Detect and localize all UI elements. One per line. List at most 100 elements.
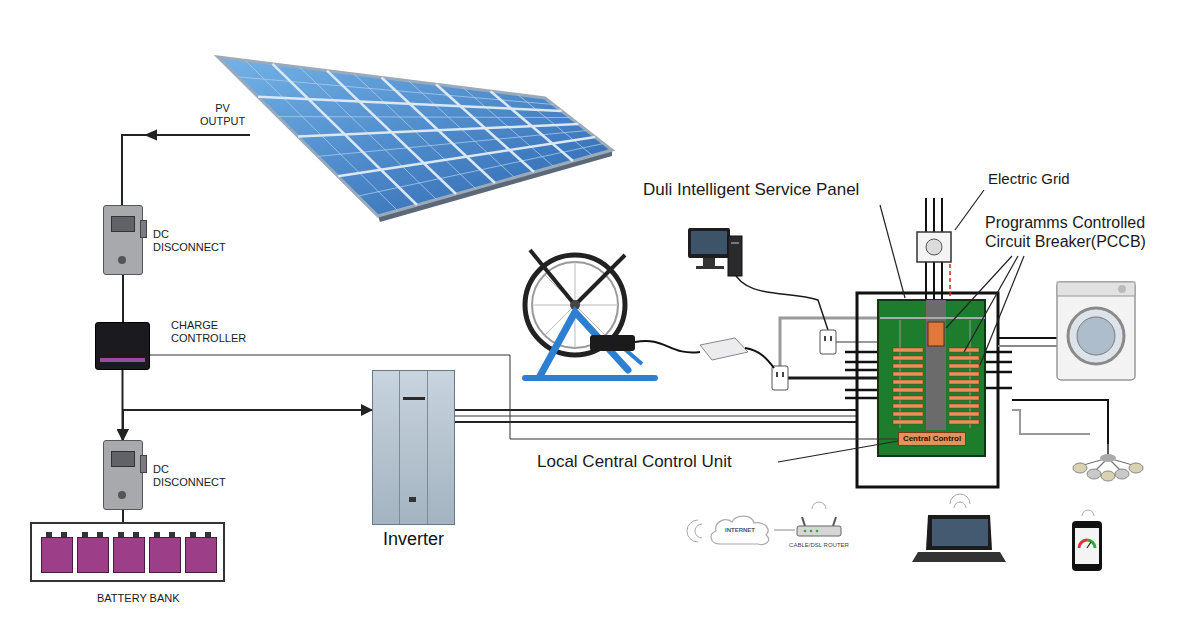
circuit-breaker <box>949 356 979 360</box>
bicycle-trainer <box>530 250 575 305</box>
inverter-cable <box>455 409 857 411</box>
connector <box>774 530 795 531</box>
solar-panel <box>218 57 612 222</box>
house-wiring <box>998 345 1057 347</box>
washing-machine <box>1057 282 1135 296</box>
power-outlet <box>824 336 826 341</box>
name-plate <box>403 397 425 400</box>
charge-controller: CHARGE CONTROLLER <box>95 322 150 370</box>
inverter-cable <box>455 410 857 422</box>
laptop-icon <box>932 519 988 546</box>
router-light <box>804 530 807 533</box>
grid-feed <box>933 198 935 232</box>
pv-wire <box>144 130 157 141</box>
central-control-unit: Central Control <box>898 432 966 446</box>
cloud-shape <box>711 516 769 544</box>
battery-terminal <box>97 532 103 537</box>
leader-line <box>946 256 1012 328</box>
panel-seam <box>427 371 428 524</box>
knob <box>118 256 126 264</box>
ceiling-lamp <box>1100 454 1116 462</box>
computer-icon <box>688 228 730 258</box>
router-light <box>816 530 819 533</box>
service-panel <box>878 300 985 456</box>
phone-icon <box>1075 528 1099 564</box>
battery-terminal <box>46 532 52 537</box>
circuit-breaker <box>893 364 923 368</box>
grid-feed <box>925 198 927 232</box>
phone-icon <box>1087 542 1091 548</box>
circuit-breaker <box>949 372 979 376</box>
battery-cell <box>149 537 181 573</box>
wifi-symbol <box>954 502 966 508</box>
leader-line <box>778 441 898 462</box>
router-icon <box>797 517 841 536</box>
circuit-breaker <box>949 380 979 384</box>
house-wiring <box>845 389 880 392</box>
battery-cell <box>185 537 217 573</box>
bicycle-trainer <box>575 255 625 305</box>
grid-feed <box>941 198 943 232</box>
bicycle-trainer <box>590 335 635 351</box>
computer-icon <box>688 228 742 276</box>
circuit-breaker <box>949 420 979 424</box>
bicycle-trainer <box>525 375 655 381</box>
grid-feed <box>925 262 927 300</box>
dc-disconnect: DC DISCONNECT <box>103 205 143 275</box>
generator-cable <box>635 341 700 353</box>
house-wiring <box>733 270 828 330</box>
inverter-cable <box>455 415 857 417</box>
router-icon <box>795 516 843 538</box>
house-wiring <box>845 351 880 354</box>
router-body <box>797 526 841 536</box>
generator-cable <box>745 348 774 368</box>
power-outlet <box>772 330 836 390</box>
router-antenna <box>802 517 805 526</box>
node-label: BATTERY BANK <box>97 592 180 605</box>
power-outlet <box>820 330 836 354</box>
house-wiring <box>845 369 880 372</box>
circuit-breaker <box>949 364 979 368</box>
side-handle <box>140 455 147 473</box>
router-light <box>810 530 813 533</box>
battery-cell <box>113 537 145 573</box>
circuit-breaker <box>949 404 979 408</box>
generator-cable <box>700 338 748 360</box>
circuit-breaker <box>893 388 923 392</box>
circuit-breaker <box>893 404 923 408</box>
callout-label: PV OUTPUT <box>200 102 245 128</box>
solar-panel <box>338 137 595 176</box>
dc-disconnect: DC DISCONNECT <box>103 440 143 510</box>
battery-terminal <box>82 532 88 537</box>
wifi-symbol <box>687 520 698 542</box>
phone-icon <box>1079 540 1087 548</box>
wifi-symbol <box>812 502 826 509</box>
circuit-breaker <box>893 396 923 400</box>
house-wiring <box>733 270 1108 487</box>
wifi-symbol <box>950 494 970 504</box>
connector <box>123 410 372 440</box>
computer-icon <box>728 236 742 276</box>
house-wiring <box>998 337 1057 339</box>
battery-terminal <box>205 532 211 537</box>
grid-feed <box>933 262 935 300</box>
service-panel <box>928 322 944 346</box>
connector <box>150 355 898 439</box>
circuit-breaker <box>949 412 979 416</box>
phone-icon <box>1072 521 1102 571</box>
callout-label: Duli Intelligent Service Panel <box>643 180 859 200</box>
ceiling-lamp <box>1087 469 1101 479</box>
solar-panel <box>298 124 579 137</box>
ceiling-lamp <box>1073 463 1087 473</box>
pv-wire <box>122 135 250 205</box>
power-outlet <box>830 336 832 341</box>
laptop-icon <box>912 515 1006 562</box>
house-wiring <box>1012 400 1108 444</box>
house-wiring <box>1012 410 1090 434</box>
solar-panel <box>218 57 612 216</box>
circuit-breaker <box>949 388 979 392</box>
house-wiring <box>845 397 880 400</box>
leader-line <box>955 190 984 230</box>
node-label: DC DISCONNECT <box>153 463 226 489</box>
bicycle-trainer <box>525 250 655 378</box>
